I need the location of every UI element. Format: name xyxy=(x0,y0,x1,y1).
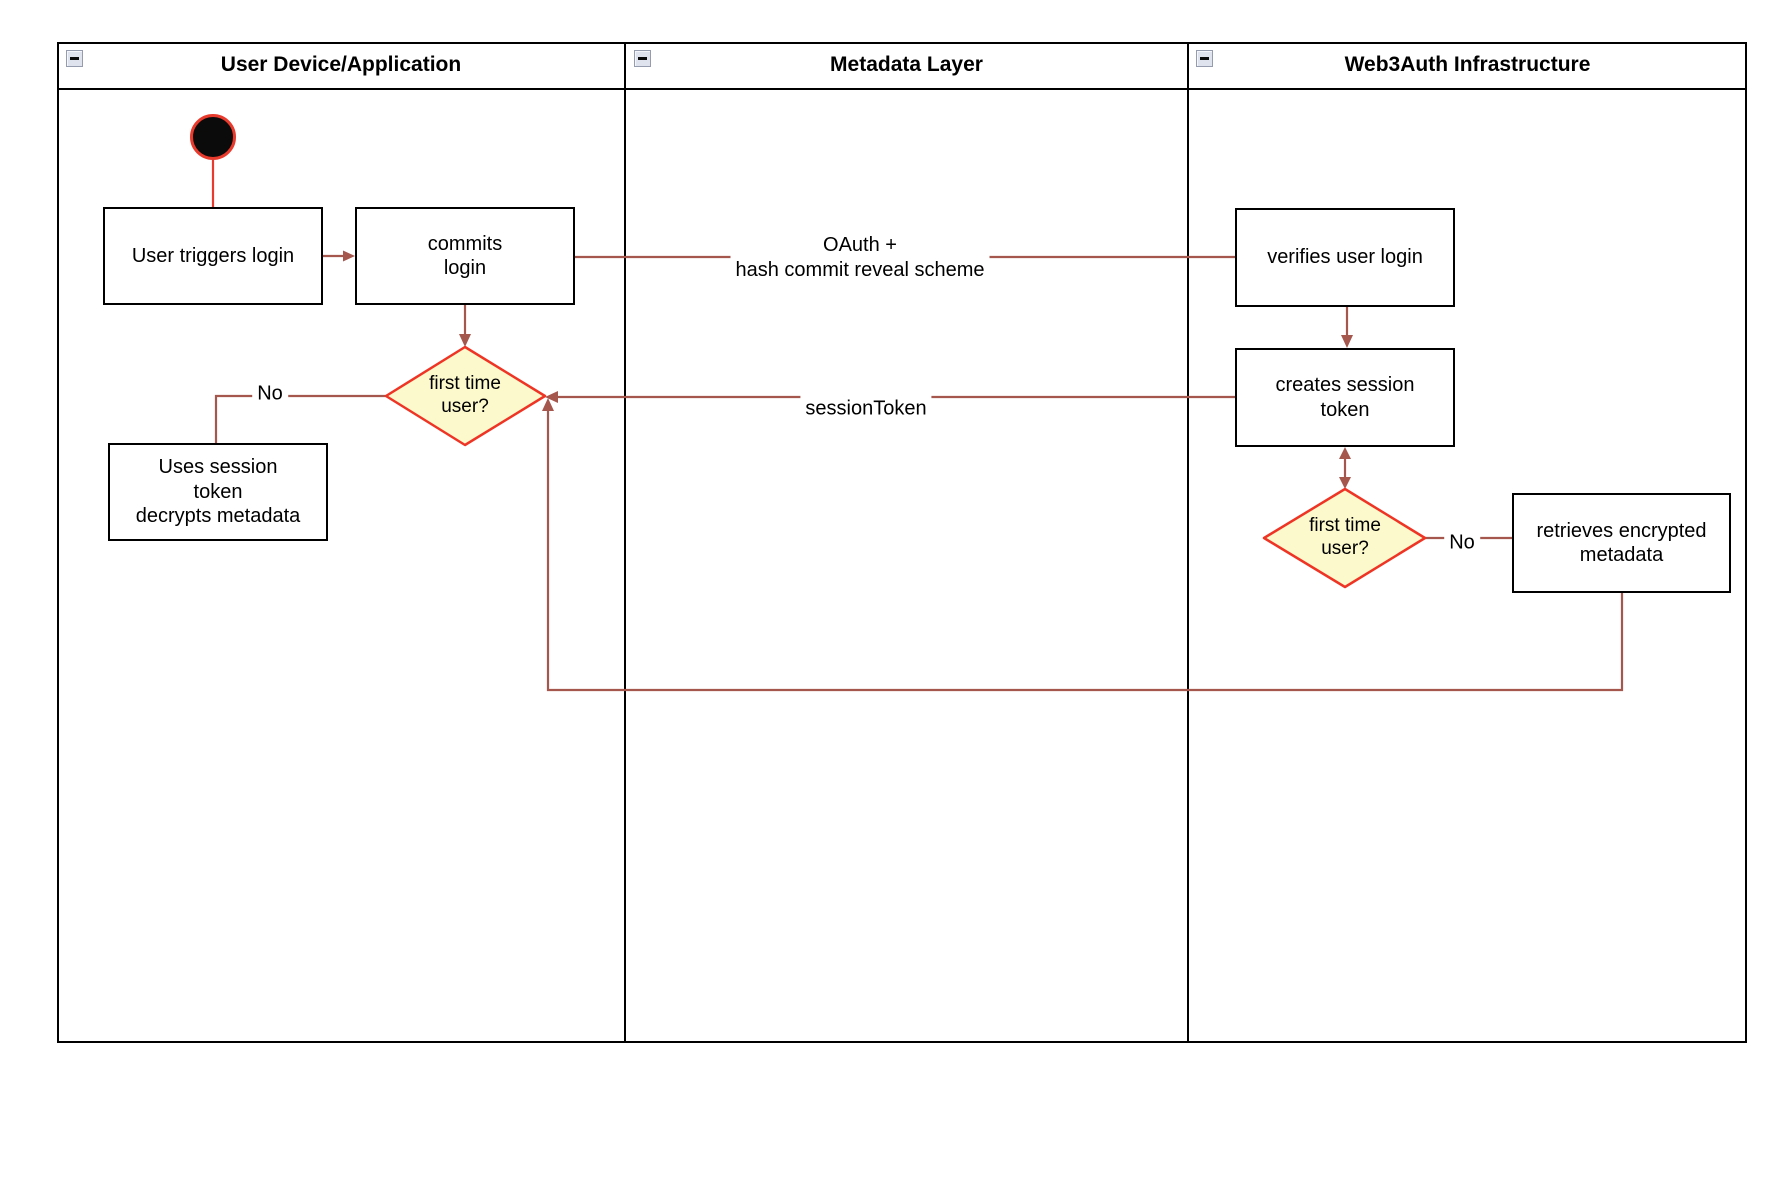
lane-divider-2 xyxy=(1187,42,1189,1043)
node-user-triggers-login[interactable]: User triggers login xyxy=(103,207,323,305)
edge-label-oauth: OAuth + hash commit reveal scheme xyxy=(730,231,990,285)
minus-glyph xyxy=(1200,57,1209,60)
node-label: creates session token xyxy=(1275,374,1415,421)
decision-first-time-user-left[interactable] xyxy=(384,345,547,447)
edge-label-session-token: sessionToken xyxy=(800,394,932,424)
edge-feedback-loop xyxy=(546,410,1624,692)
collapse-lane-icon[interactable] xyxy=(1196,50,1213,67)
node-uses-session-token[interactable]: Uses session token decrypts metadata xyxy=(108,443,328,541)
node-label: Uses session token decrypts metadata xyxy=(135,456,301,528)
lane-title-user-device: User Device/Application xyxy=(220,53,462,76)
decision-label-right: first time user? xyxy=(1309,515,1381,559)
lane-divider-1 xyxy=(624,42,626,1043)
node-label: commits login xyxy=(427,232,503,279)
arrowhead xyxy=(545,391,558,403)
lane-header-user-device: User Device/Application xyxy=(57,42,625,90)
node-commits-login[interactable]: commits login xyxy=(355,207,575,305)
collapse-lane-icon[interactable] xyxy=(634,50,651,67)
arrowhead xyxy=(1339,477,1351,489)
node-verifies-user-login[interactable]: verifies user login xyxy=(1235,208,1455,307)
arrowhead xyxy=(1339,447,1351,459)
lane-header-metadata-layer: Metadata Layer xyxy=(625,42,1188,90)
minus-glyph xyxy=(638,57,647,60)
arrowhead xyxy=(459,334,471,347)
lane-title-web3auth: Web3Auth Infrastructure xyxy=(1344,53,1591,76)
node-creates-session-token[interactable]: creates session token xyxy=(1235,348,1455,447)
node-retrieves-encrypted-metadata[interactable]: retrieves encrypted metadata xyxy=(1512,493,1731,593)
start-node[interactable] xyxy=(190,114,236,160)
lane-header-web3auth: Web3Auth Infrastructure xyxy=(1188,42,1747,90)
arrowhead xyxy=(542,398,554,411)
node-label: retrieves encrypted metadata xyxy=(1536,519,1707,566)
edge-label-no-right: No xyxy=(1444,528,1480,558)
collapse-lane-icon[interactable] xyxy=(66,50,83,67)
node-label: verifies user login xyxy=(1267,246,1423,269)
decision-label-left: first time user? xyxy=(429,373,501,417)
minus-glyph xyxy=(70,57,79,60)
lane-title-metadata-layer: Metadata Layer xyxy=(830,53,983,76)
arrowhead xyxy=(1341,335,1353,348)
edge-label-no-left: No xyxy=(252,379,288,409)
node-label: User triggers login xyxy=(131,244,295,267)
arrowhead xyxy=(343,250,355,262)
edge-no-left xyxy=(214,394,386,443)
decision-first-time-user-right[interactable] xyxy=(1262,487,1427,589)
